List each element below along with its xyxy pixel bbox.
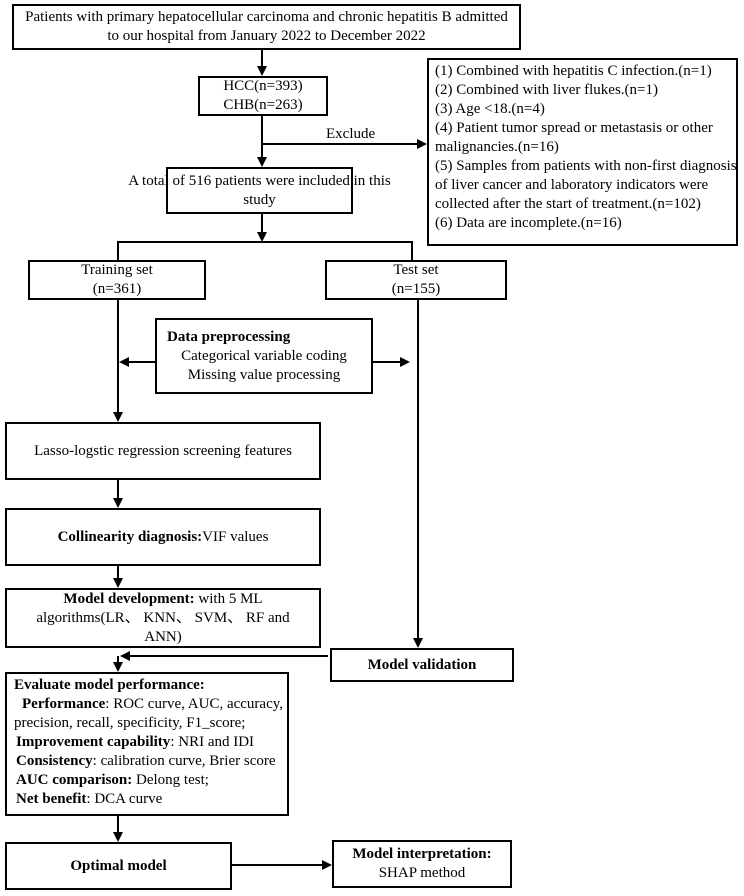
test-label: Test set — [393, 262, 439, 278]
model-dev-line1: Model development: with 5 ML — [63, 590, 262, 609]
model-dev-rest: with 5 ML — [194, 590, 263, 607]
exclusion-box: (1) Combined with hepatitis C infection.… — [427, 58, 738, 246]
counts-box: HCC(n=393) CHB(n=263) — [198, 76, 328, 116]
interpretation-title: Model interpretation: — [352, 846, 492, 862]
included-line1: A total of 516 patients were included in… — [128, 172, 391, 189]
model-dev-bold: Model development: — [63, 590, 195, 607]
lasso-text: Lasso-logstic regression screening featu… — [34, 442, 292, 459]
exclusion-item: (5) Samples from patients with non-first… — [435, 158, 737, 174]
performance-line: Performance: ROC curve, AUC, accuracy, — [14, 695, 284, 714]
exclusion-item: of liver cancer and laboratory indicator… — [435, 177, 709, 193]
training-label: Training set — [81, 262, 153, 278]
lasso-box: Lasso-logstic regression screening featu… — [5, 422, 321, 480]
start-line1: Patients with primary hepatocellular car… — [25, 9, 508, 25]
consistency-line: Consistency: calibration curve, Brier sc… — [14, 752, 281, 771]
consistency-bold: Consistency — [16, 753, 93, 769]
exclusion-item: (1) Combined with hepatitis C infection.… — [435, 63, 712, 79]
start-line2: to our hospital from January 2022 to Dec… — [107, 28, 426, 44]
evaluate-title: Evaluate model performance: — [14, 677, 205, 693]
exclusion-item: (6) Data are incomplete.(n=16) — [435, 215, 622, 231]
start-box: Patients with primary hepatocellular car… — [12, 4, 521, 50]
preprocessing-box: Data preprocessing Categorical variable … — [155, 318, 373, 394]
hcc-count: HCC(n=393) — [223, 78, 303, 94]
exclusion-item: (2) Combined with liver flukes.(n=1) — [435, 82, 659, 98]
interpretation-method: SHAP method — [378, 865, 466, 881]
improvement-bold: Improvement capability — [16, 734, 171, 750]
improvement-line: Improvement capability: NRI and IDI — [14, 733, 281, 752]
evaluate-box: Evaluate model performance: Performance:… — [5, 672, 289, 816]
auc-rest: Delong test; — [132, 772, 209, 788]
included-line2: study — [243, 191, 276, 208]
preprocessing-title: Data preprocessing — [167, 328, 291, 345]
consistency-rest: : calibration curve, Brier score — [92, 753, 276, 769]
performance-line2: precision, recall, specificity, F1_score… — [14, 715, 246, 731]
training-count: (n=361) — [92, 281, 142, 297]
preprocessing-item2: Missing value processing — [187, 366, 341, 383]
model-interpretation-box: Model interpretation: SHAP method — [332, 840, 512, 888]
improvement-rest: : NRI and IDI — [170, 734, 255, 750]
collinearity-text: Collinearity diagnosis:VIF values — [58, 528, 269, 547]
exclusion-item: collected after the start of treatment.(… — [435, 196, 701, 212]
performance-rest: : ROC curve, AUC, accuracy, — [105, 696, 284, 712]
performance-bold: Performance — [22, 696, 106, 712]
validation-text: Model validation — [367, 656, 477, 673]
model-validation-box: Model validation — [330, 648, 514, 682]
exclusion-item: (4) Patient tumor spread or metastasis o… — [435, 120, 713, 136]
collinearity-rest: VIF values — [202, 528, 269, 545]
collinearity-bold: Collinearity diagnosis: — [57, 528, 203, 545]
model-dev-line3: ANN) — [144, 628, 182, 645]
preprocessing-item1: Categorical variable coding — [181, 347, 347, 364]
collinearity-box: Collinearity diagnosis:VIF values — [5, 508, 321, 566]
net-benefit-line: Net benefit: DCA curve — [14, 790, 281, 809]
net-benefit-bold: Net benefit — [16, 791, 87, 807]
test-count: (n=155) — [391, 281, 441, 297]
auc-bold: AUC comparison: — [16, 772, 133, 788]
model-development-box: Model development: with 5 ML algorithms(… — [5, 588, 321, 648]
chb-count: CHB(n=263) — [223, 97, 303, 113]
net-benefit-rest: : DCA curve — [86, 791, 163, 807]
exclusion-item: malignancies.(n=16) — [435, 139, 559, 155]
optimal-model-box: Optimal model — [5, 842, 232, 890]
included-box: A total of 516 patients were included in… — [128, 167, 391, 214]
exclusion-item: (3) Age <18.(n=4) — [435, 101, 545, 117]
training-set-box: Training set (n=361) — [28, 260, 206, 300]
optimal-text: Optimal model — [70, 857, 167, 874]
auc-line: AUC comparison: Delong test; — [14, 771, 281, 790]
split-branch — [117, 241, 413, 262]
test-set-box: Test set (n=155) — [325, 260, 507, 300]
exclude-label: Exclude — [326, 126, 376, 142]
model-dev-line2: algorithms(LR、 KNN、 SVM、 RF and — [36, 609, 290, 626]
